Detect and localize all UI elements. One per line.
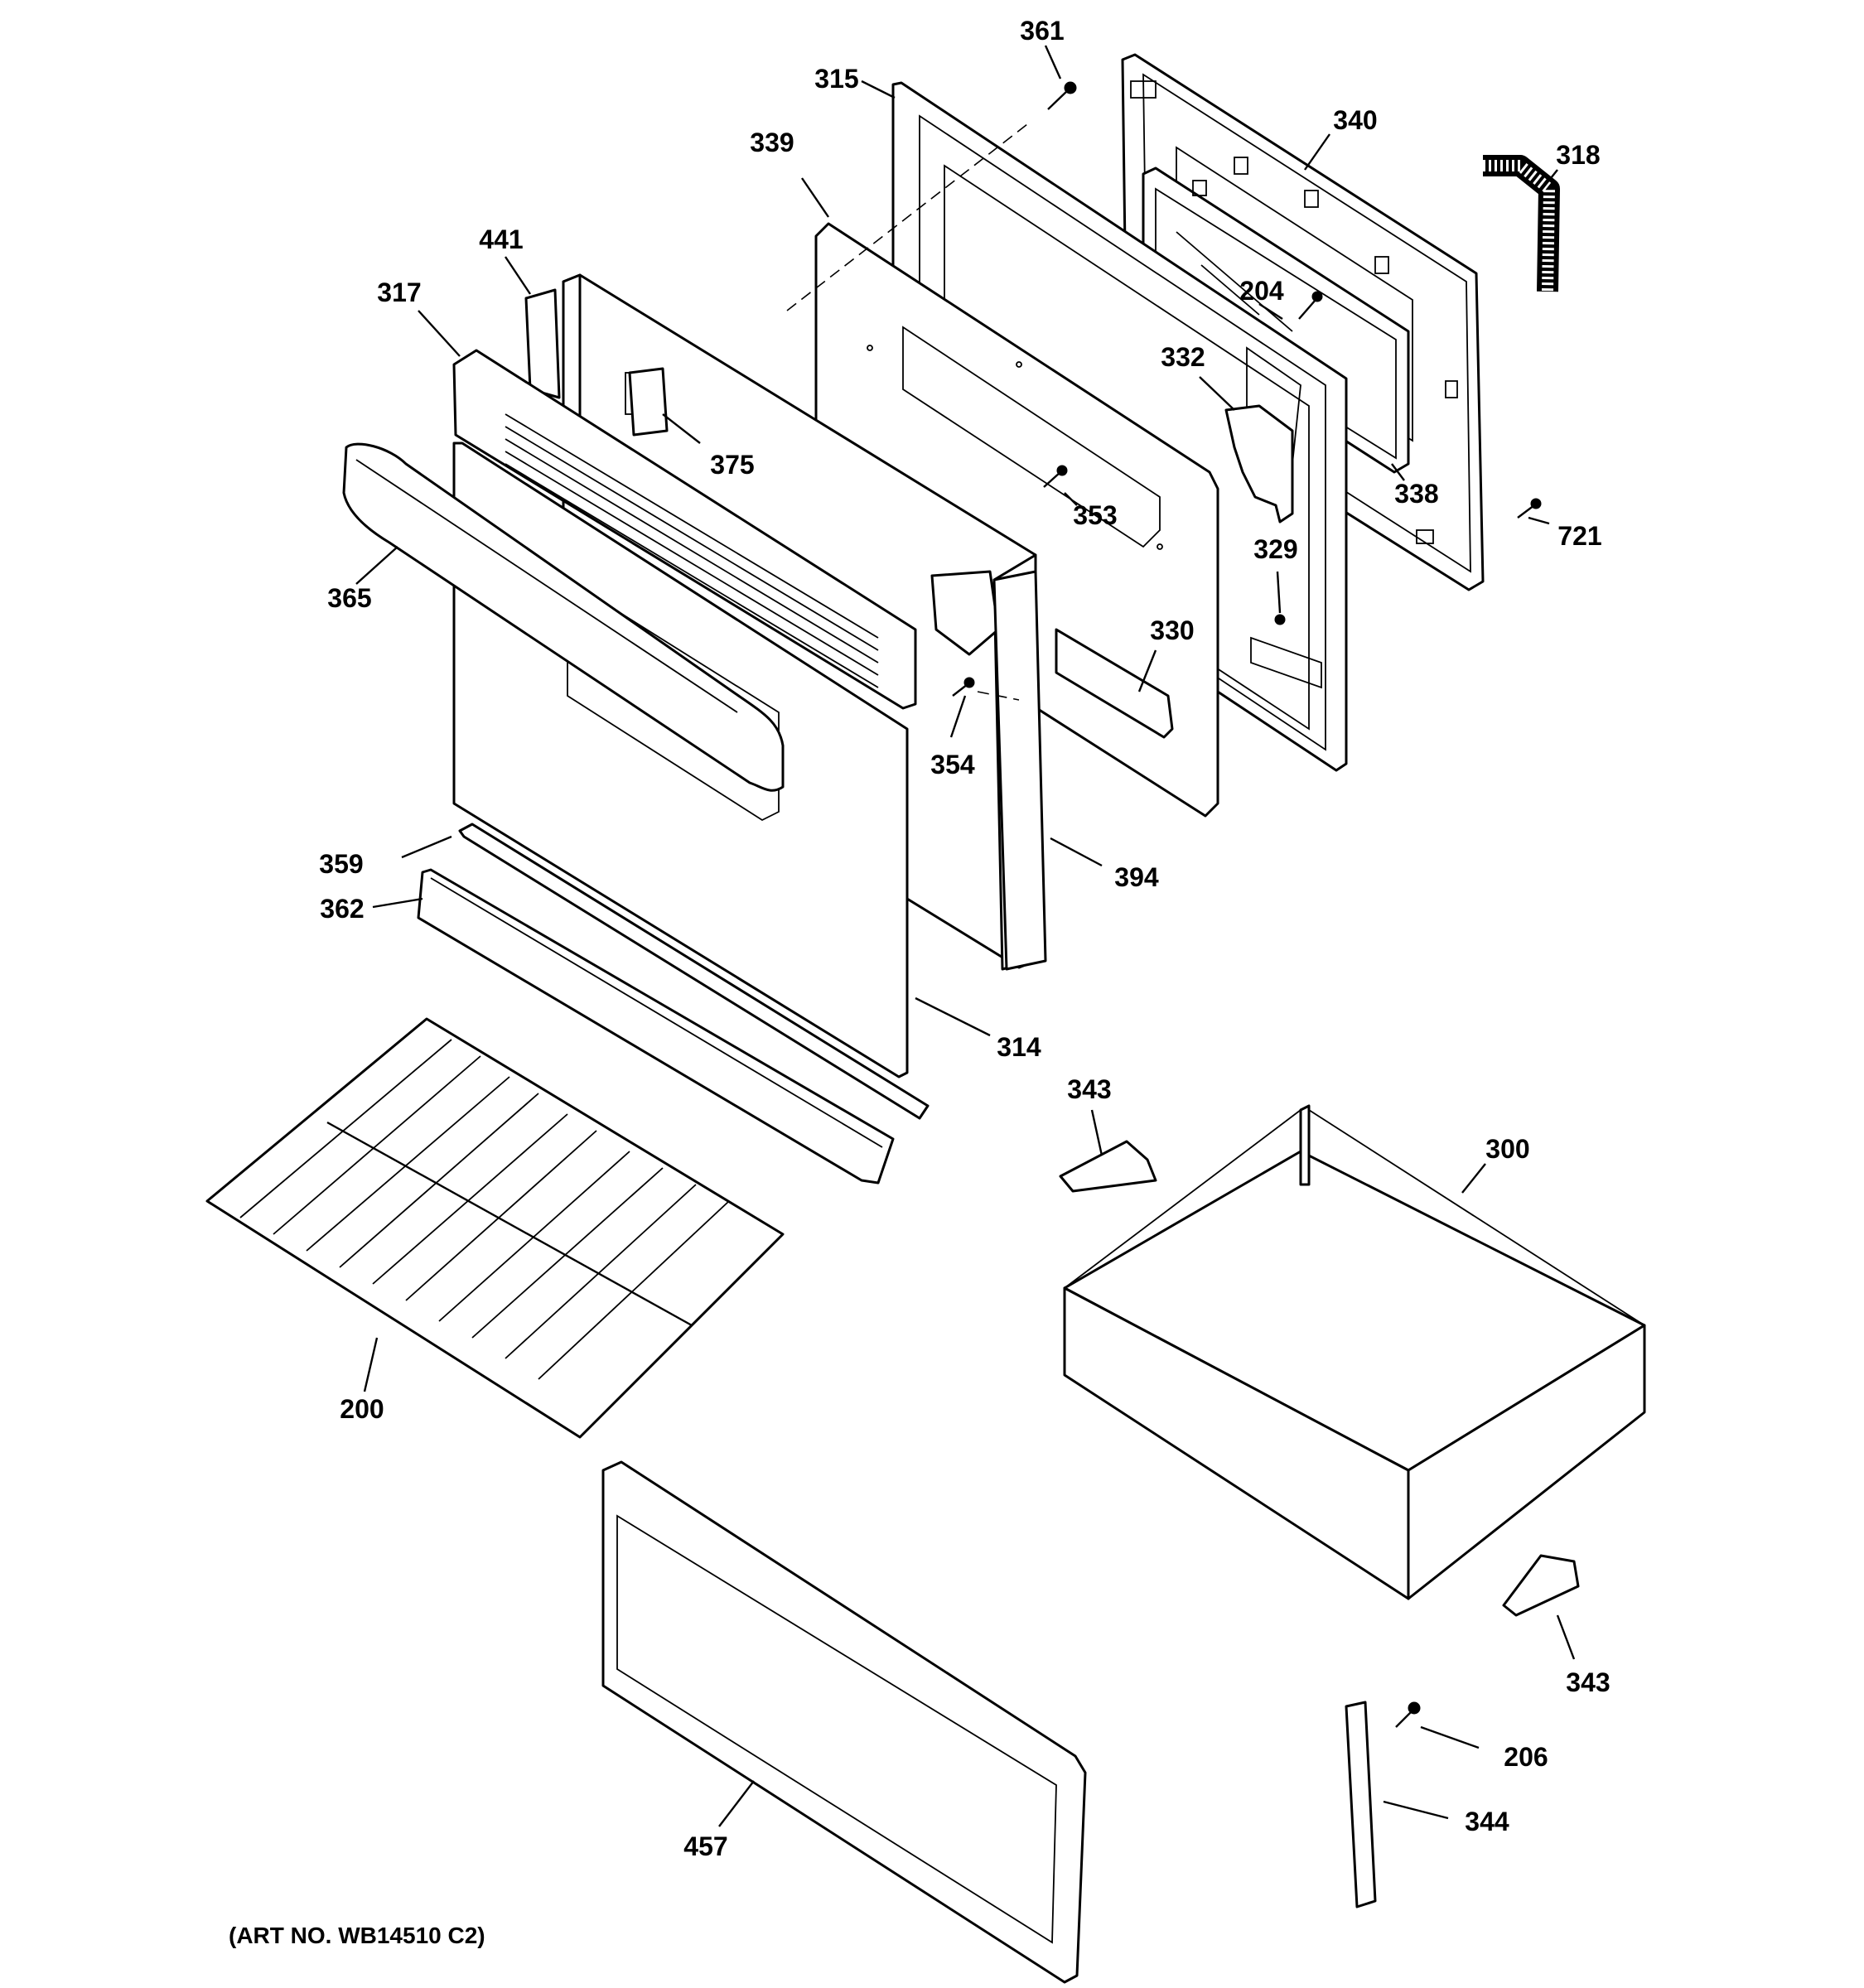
callout-329: 329 (1253, 534, 1297, 564)
part-hinge-left (524, 288, 561, 399)
part-frame-post (992, 570, 1047, 971)
callout-206: 206 (1504, 1742, 1548, 1772)
callout-721: 721 (1557, 521, 1601, 551)
part-kick-plate (417, 868, 895, 1185)
callout-339: 339 (750, 128, 794, 157)
callout-314: 314 (997, 1032, 1041, 1062)
callout-343-upper: 343 (1067, 1074, 1111, 1104)
part-oven-rack (205, 1017, 785, 1439)
callout-318: 318 (1556, 140, 1600, 170)
part-door-handle (342, 442, 785, 792)
callout-315: 315 (814, 64, 858, 94)
part-drawer-front (601, 1460, 1087, 1984)
callout-441: 441 (479, 224, 523, 254)
part-storage-drawer (1063, 1104, 1646, 1600)
part-hinge-bracket (1224, 404, 1294, 524)
part-drawer-slide-left (1059, 1140, 1157, 1193)
callout-340: 340 (1333, 105, 1377, 135)
callout-338: 338 (1394, 479, 1438, 509)
callout-317: 317 (377, 277, 421, 307)
part-hinge-bracket-375 (628, 367, 669, 437)
part-bottom-trim (458, 823, 930, 1120)
callout-359: 359 (319, 849, 363, 879)
callout-353: 353 (1073, 500, 1117, 530)
fastener-screws (952, 81, 1542, 1728)
part-door-gasket (1483, 155, 1560, 292)
alignment-lines (786, 123, 1028, 701)
part-drawer-slide-right (1502, 1554, 1580, 1617)
callout-332: 332 (1161, 342, 1205, 372)
part-hinge-right (930, 570, 1000, 656)
callout-343-lower: 343 (1566, 1667, 1610, 1697)
callout-300: 300 (1485, 1134, 1529, 1164)
callout-354: 354 (930, 750, 975, 779)
part-drawer-rail (1345, 1701, 1377, 1908)
art-number: (ART NO. WB14510 C2) (229, 1923, 485, 1948)
callout-365: 365 (327, 583, 371, 613)
callout-362: 362 (320, 894, 364, 924)
callout-344: 344 (1465, 1807, 1509, 1836)
part-door-vent-bar (452, 349, 917, 710)
callout-204: 204 (1239, 276, 1284, 306)
callout-330: 330 (1150, 615, 1194, 645)
callout-361: 361 (1020, 16, 1064, 46)
part-vent-trim (1055, 628, 1174, 739)
callout-labels: 361 315 340 339 318 441 317 204 332 375 … (319, 16, 1610, 1861)
leader-lines (355, 45, 1576, 1827)
callout-200: 200 (340, 1394, 384, 1424)
callout-394: 394 (1114, 862, 1159, 892)
callout-457: 457 (683, 1831, 727, 1861)
callout-375: 375 (710, 450, 754, 480)
